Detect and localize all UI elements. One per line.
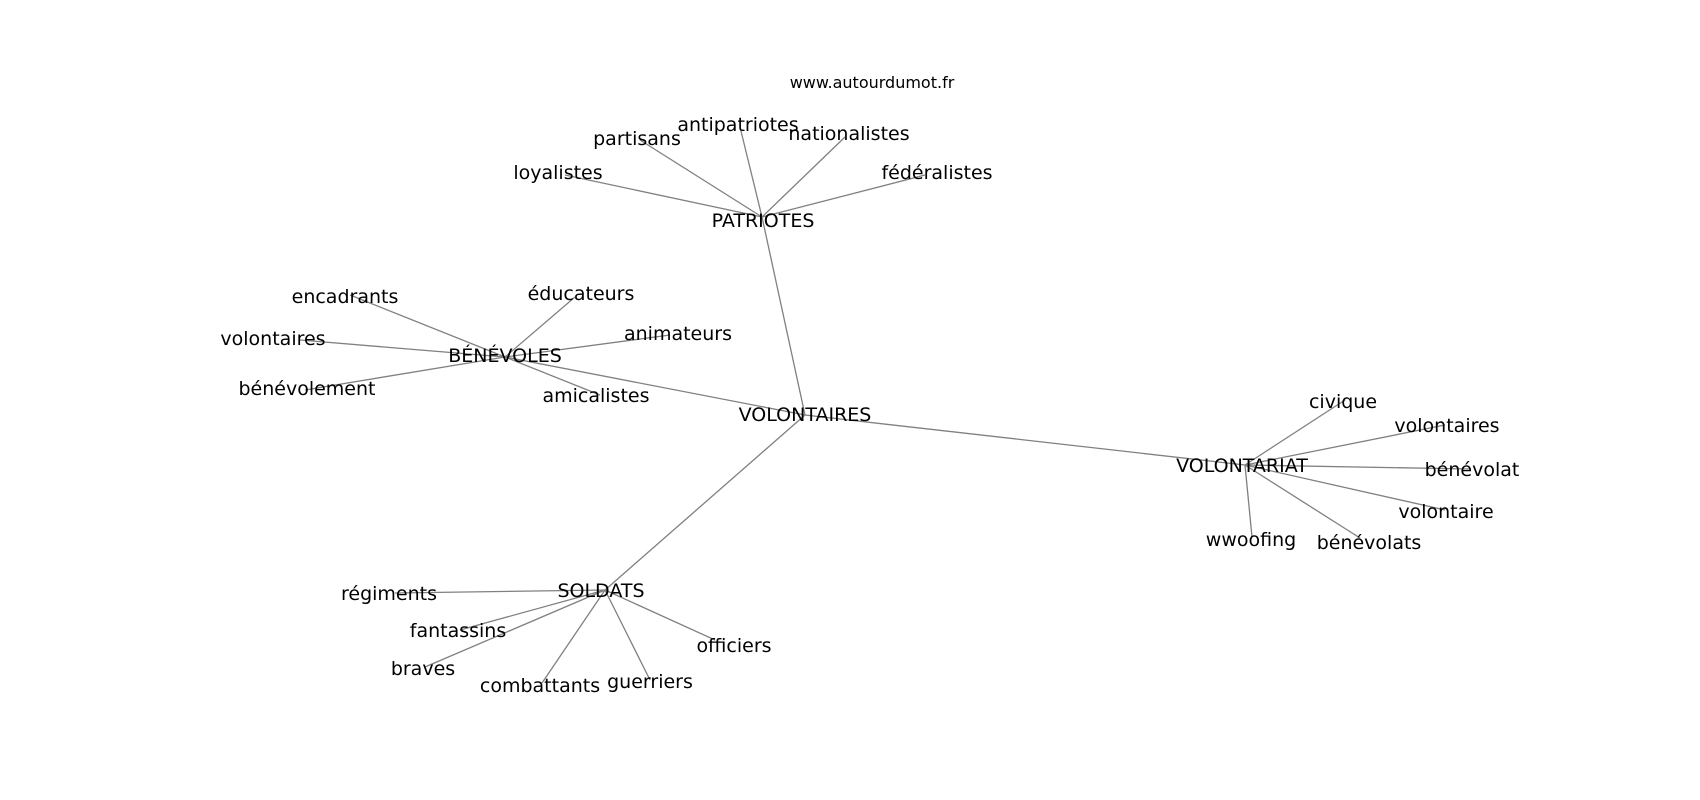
edge-center-patriotes (761, 216, 806, 416)
word-benevolement: bénévolement (238, 378, 375, 400)
edge-soldats-guerriers (604, 589, 651, 681)
word-animateurs: animateurs (624, 323, 732, 345)
edge-soldats-fantassins (459, 589, 606, 631)
word-nationalistes: nationalistes (788, 123, 909, 145)
word-benevolats: bénévolats (1317, 532, 1422, 554)
word-loyalistes: loyalistes (513, 162, 602, 184)
word-braves: braves (391, 658, 455, 680)
word-amicalistes: amicalistes (542, 385, 649, 407)
edge-center-volontariat (804, 414, 1246, 466)
word-volontaires-v: volontaires (1394, 415, 1499, 437)
edge-patriotes-federalistes (761, 174, 926, 218)
site-credit: www.autourdumot.fr (790, 73, 955, 92)
edge-volontariat-benevolat (1244, 464, 1471, 470)
edge-volontariat-benevolats (1244, 464, 1361, 539)
word-civique: civique (1309, 391, 1377, 413)
word-partisans: partisans (593, 128, 681, 150)
edge-soldats-combattants (541, 589, 606, 684)
edge-volontariat-volontaires (1244, 424, 1446, 466)
edge-benevoles-volontaires (299, 339, 506, 358)
word-regiments: régiments (341, 583, 437, 605)
labels: www.autourdumot.fr VOLONTAIRES PATRIOTES… (220, 73, 1519, 697)
word-fantassins: fantassins (410, 620, 506, 642)
word-wwoofing: wwoofing (1206, 529, 1296, 551)
hub-soldats: SOLDATS (557, 580, 644, 602)
hub-volontariat: VOLONTARIAT (1176, 455, 1308, 477)
word-encadrants: encadrants (292, 286, 399, 308)
word-antipatriotes: antipatriotes (677, 114, 798, 136)
edge-volontariat-civique (1244, 399, 1346, 466)
edge-patriotes-nationalistes (761, 136, 846, 218)
word-educateurs: éducateurs (528, 283, 635, 305)
word-combattants: combattants (480, 675, 600, 697)
edge-soldats-regiments (394, 589, 606, 594)
edge-volontariat-wwoofing (1244, 464, 1253, 538)
word-officiers: officiers (696, 635, 771, 657)
edge-benevoles-educateurs (504, 296, 576, 358)
center-word: VOLONTAIRES (739, 404, 872, 426)
edge-center-soldats (604, 414, 806, 591)
word-guerriers: guerriers (607, 671, 693, 693)
edge-patriotes-partisans (639, 139, 763, 218)
hub-patriotes: PATRIOTES (712, 210, 815, 232)
edge-center-benevoles (504, 356, 806, 416)
edge-soldats-officiers (604, 589, 716, 641)
edge-benevoles-amicalistes (504, 356, 601, 396)
edge-soldats-braves (424, 589, 606, 668)
word-benevolat: bénévolat (1425, 459, 1520, 481)
edge-volontariat-volontaire (1244, 464, 1446, 511)
edge-benevoles-benevolement (304, 356, 506, 391)
edge-benevoles-animateurs (504, 334, 671, 358)
edges (299, 126, 1471, 684)
word-federalistes: fédéralistes (881, 162, 992, 184)
hub-benevoles: BÉNÉVOLES (448, 344, 562, 367)
edge-patriotes-loyalistes (564, 174, 763, 218)
word-volontaires-b: volontaires (220, 328, 325, 350)
edge-benevoles-encadrants (349, 294, 506, 358)
word-volontaire: volontaire (1398, 501, 1493, 523)
edge-patriotes-antipatriotes (739, 126, 763, 218)
